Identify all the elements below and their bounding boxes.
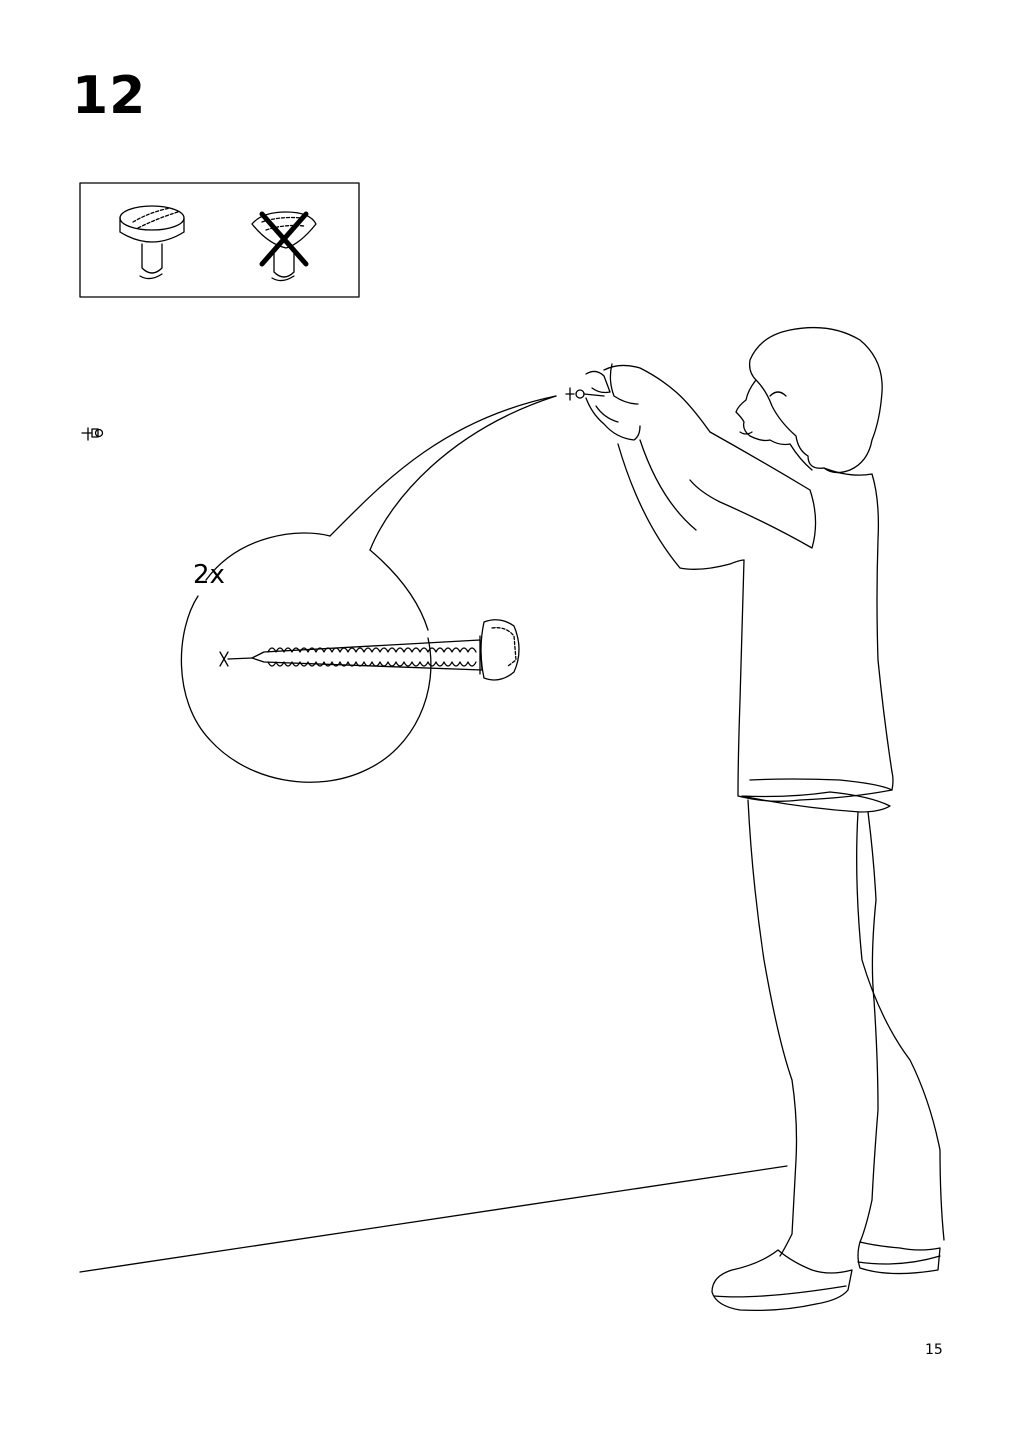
screw-detail-icon	[220, 620, 519, 680]
step-number: 12	[72, 66, 147, 126]
page-number: 15	[925, 1342, 943, 1358]
screw-head-wrong-icon	[252, 212, 316, 281]
screw-detail-callout	[181, 396, 556, 782]
screw-head-correct-icon	[120, 206, 184, 279]
quantity-label: 2x	[193, 560, 225, 590]
screw-part-icon	[82, 428, 103, 440]
person-installing-illustration	[566, 328, 944, 1311]
floor-line	[80, 1166, 787, 1272]
screw-head-info-box	[80, 183, 359, 297]
